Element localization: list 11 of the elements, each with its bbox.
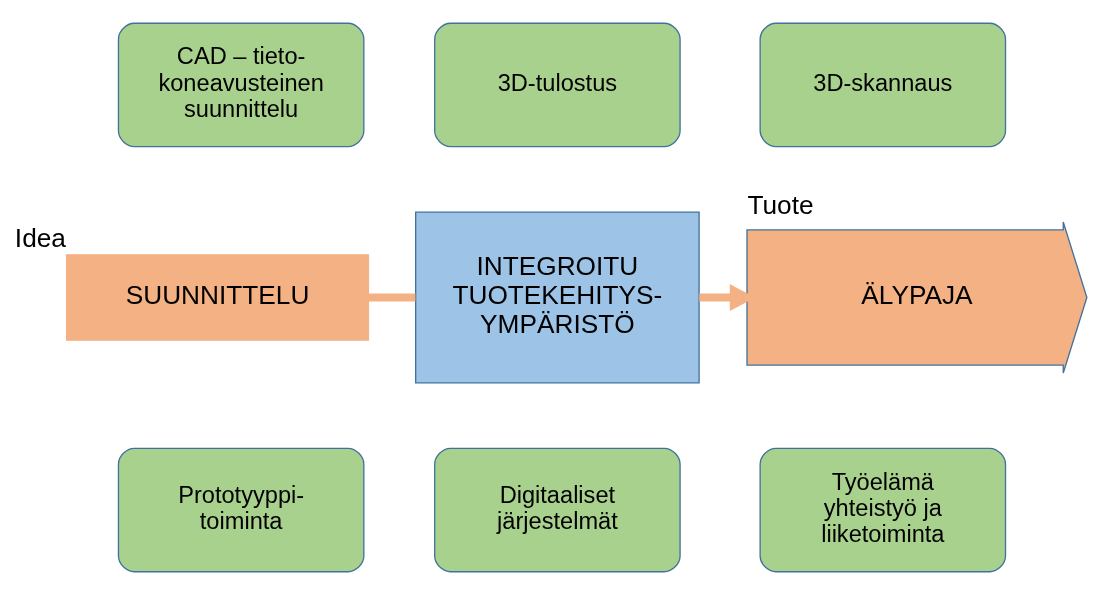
node-box: 3D-skannaus xyxy=(759,22,1007,147)
connector xyxy=(368,293,416,301)
node-label: Tuote xyxy=(747,189,814,220)
node-box: CAD – tieto-koneavusteinen suunnittelu xyxy=(117,22,365,147)
node-box: Työelämä yhteistyö ja liiketoiminta xyxy=(759,447,1007,572)
node-box: Prototyyppi-toiminta xyxy=(117,447,365,572)
node-box: SUUNNITTELU xyxy=(65,253,370,341)
node-box: Digitaaliset järjestelmät xyxy=(434,447,681,572)
node-box: 3D-tulostus xyxy=(434,22,681,147)
node-box: INTEGROITU TUOTEKEHITYS-YMPÄRISTÖ xyxy=(415,211,700,383)
node-label: Idea xyxy=(14,222,66,253)
